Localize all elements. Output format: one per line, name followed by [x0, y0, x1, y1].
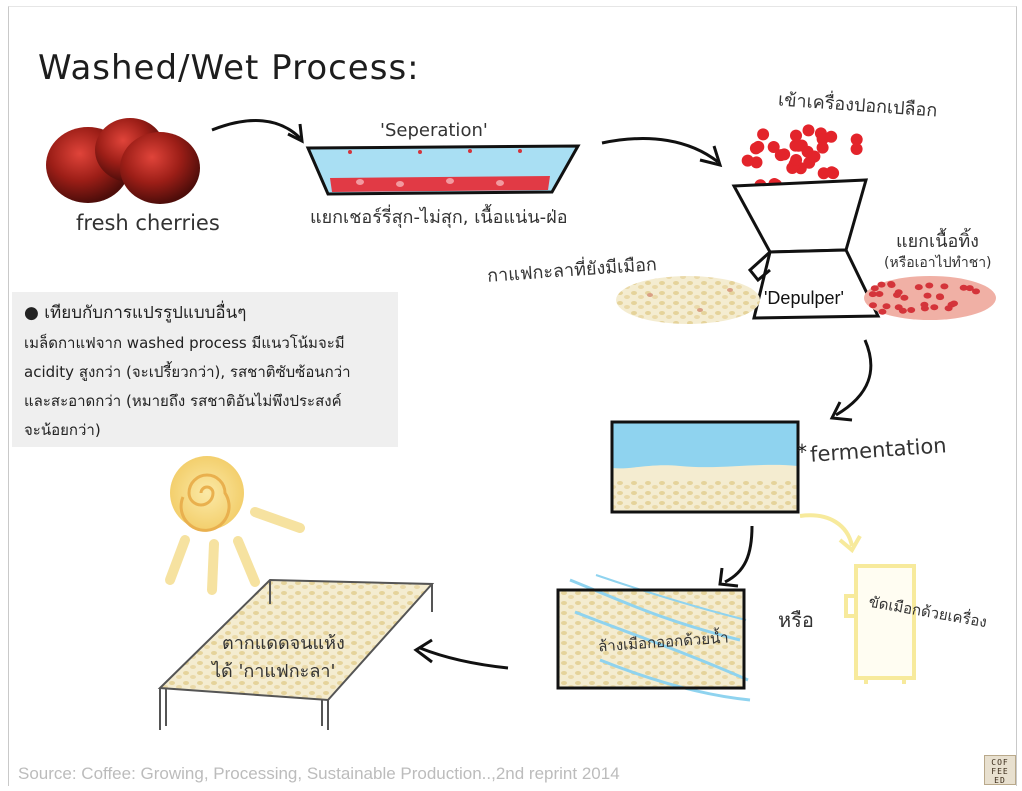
- label-or: หรือ: [778, 608, 814, 632]
- comparison-note-box: ● เทียบกับการแปรรูปแบบอื่นๆ เมล็ดกาแฟจาก…: [12, 292, 398, 447]
- note-line-1: เมล็ดกาแฟจาก washed process มีแนวโน้มจะม…: [24, 334, 345, 352]
- cherries-illustration: [46, 118, 200, 204]
- asterisk: *: [797, 440, 807, 464]
- label-fresh-cherries: fresh cherries: [76, 211, 220, 235]
- depulper-machine: [731, 178, 881, 320]
- slide-frame: [8, 6, 1017, 786]
- drying-table: [157, 578, 435, 730]
- label-dry-line1: ตากแดดจนแห้ง: [222, 633, 345, 654]
- logo-row-3: ED: [994, 776, 1006, 785]
- mucilage-machine: [844, 564, 916, 684]
- page-title: Washed/Wet Process:: [38, 48, 420, 88]
- pulp-pile: [864, 276, 996, 320]
- note-line-4: จะน้อยกว่า): [24, 421, 101, 439]
- label-separation-note: แยกเชอร์รี่สุก-ไม่สุก, เนื้อแน่น-ฝ่อ: [310, 207, 568, 228]
- wash-tank: [556, 574, 751, 702]
- label-pulp-out: แยกเนื้อทิ้ง: [896, 231, 979, 252]
- separation-tank: [305, 144, 581, 196]
- logo-row-1: COF: [991, 758, 1009, 767]
- label-depulper: 'Depulper': [764, 288, 844, 308]
- arrow-3: [835, 339, 873, 417]
- arrow-4: [724, 525, 754, 584]
- coffeed-logo: COF FEE ED: [984, 755, 1016, 785]
- label-pulp-out-note: (หรือเอาไปทำชา): [884, 255, 992, 271]
- note-line-2: acidity สูงกว่า (จะเปรี้ยวกว่า), รสชาติซ…: [24, 363, 351, 381]
- parchment-pile: [616, 276, 760, 324]
- note-line-3: และสะอาดกว่า (หมายถึง รสชาติอันไม่พึงประ…: [24, 392, 342, 410]
- arrow-5: [419, 646, 509, 670]
- arrow-machine: [799, 513, 854, 547]
- label-separation: 'Seperation': [380, 120, 488, 141]
- logo-row-2: FEE: [991, 767, 1009, 776]
- note-heading: ● เทียบกับการแปรรูปแบบอื่นๆ: [24, 303, 247, 323]
- label-dry-line2: ได้ 'กาแฟกะลา': [212, 661, 336, 682]
- arrow-1: [211, 119, 302, 140]
- sun-illustration: [165, 456, 305, 595]
- source-citation: Source: Coffee: Growing, Processing, Sus…: [18, 764, 620, 783]
- fermentation-tank: [610, 420, 800, 514]
- arrow-2: [601, 137, 719, 164]
